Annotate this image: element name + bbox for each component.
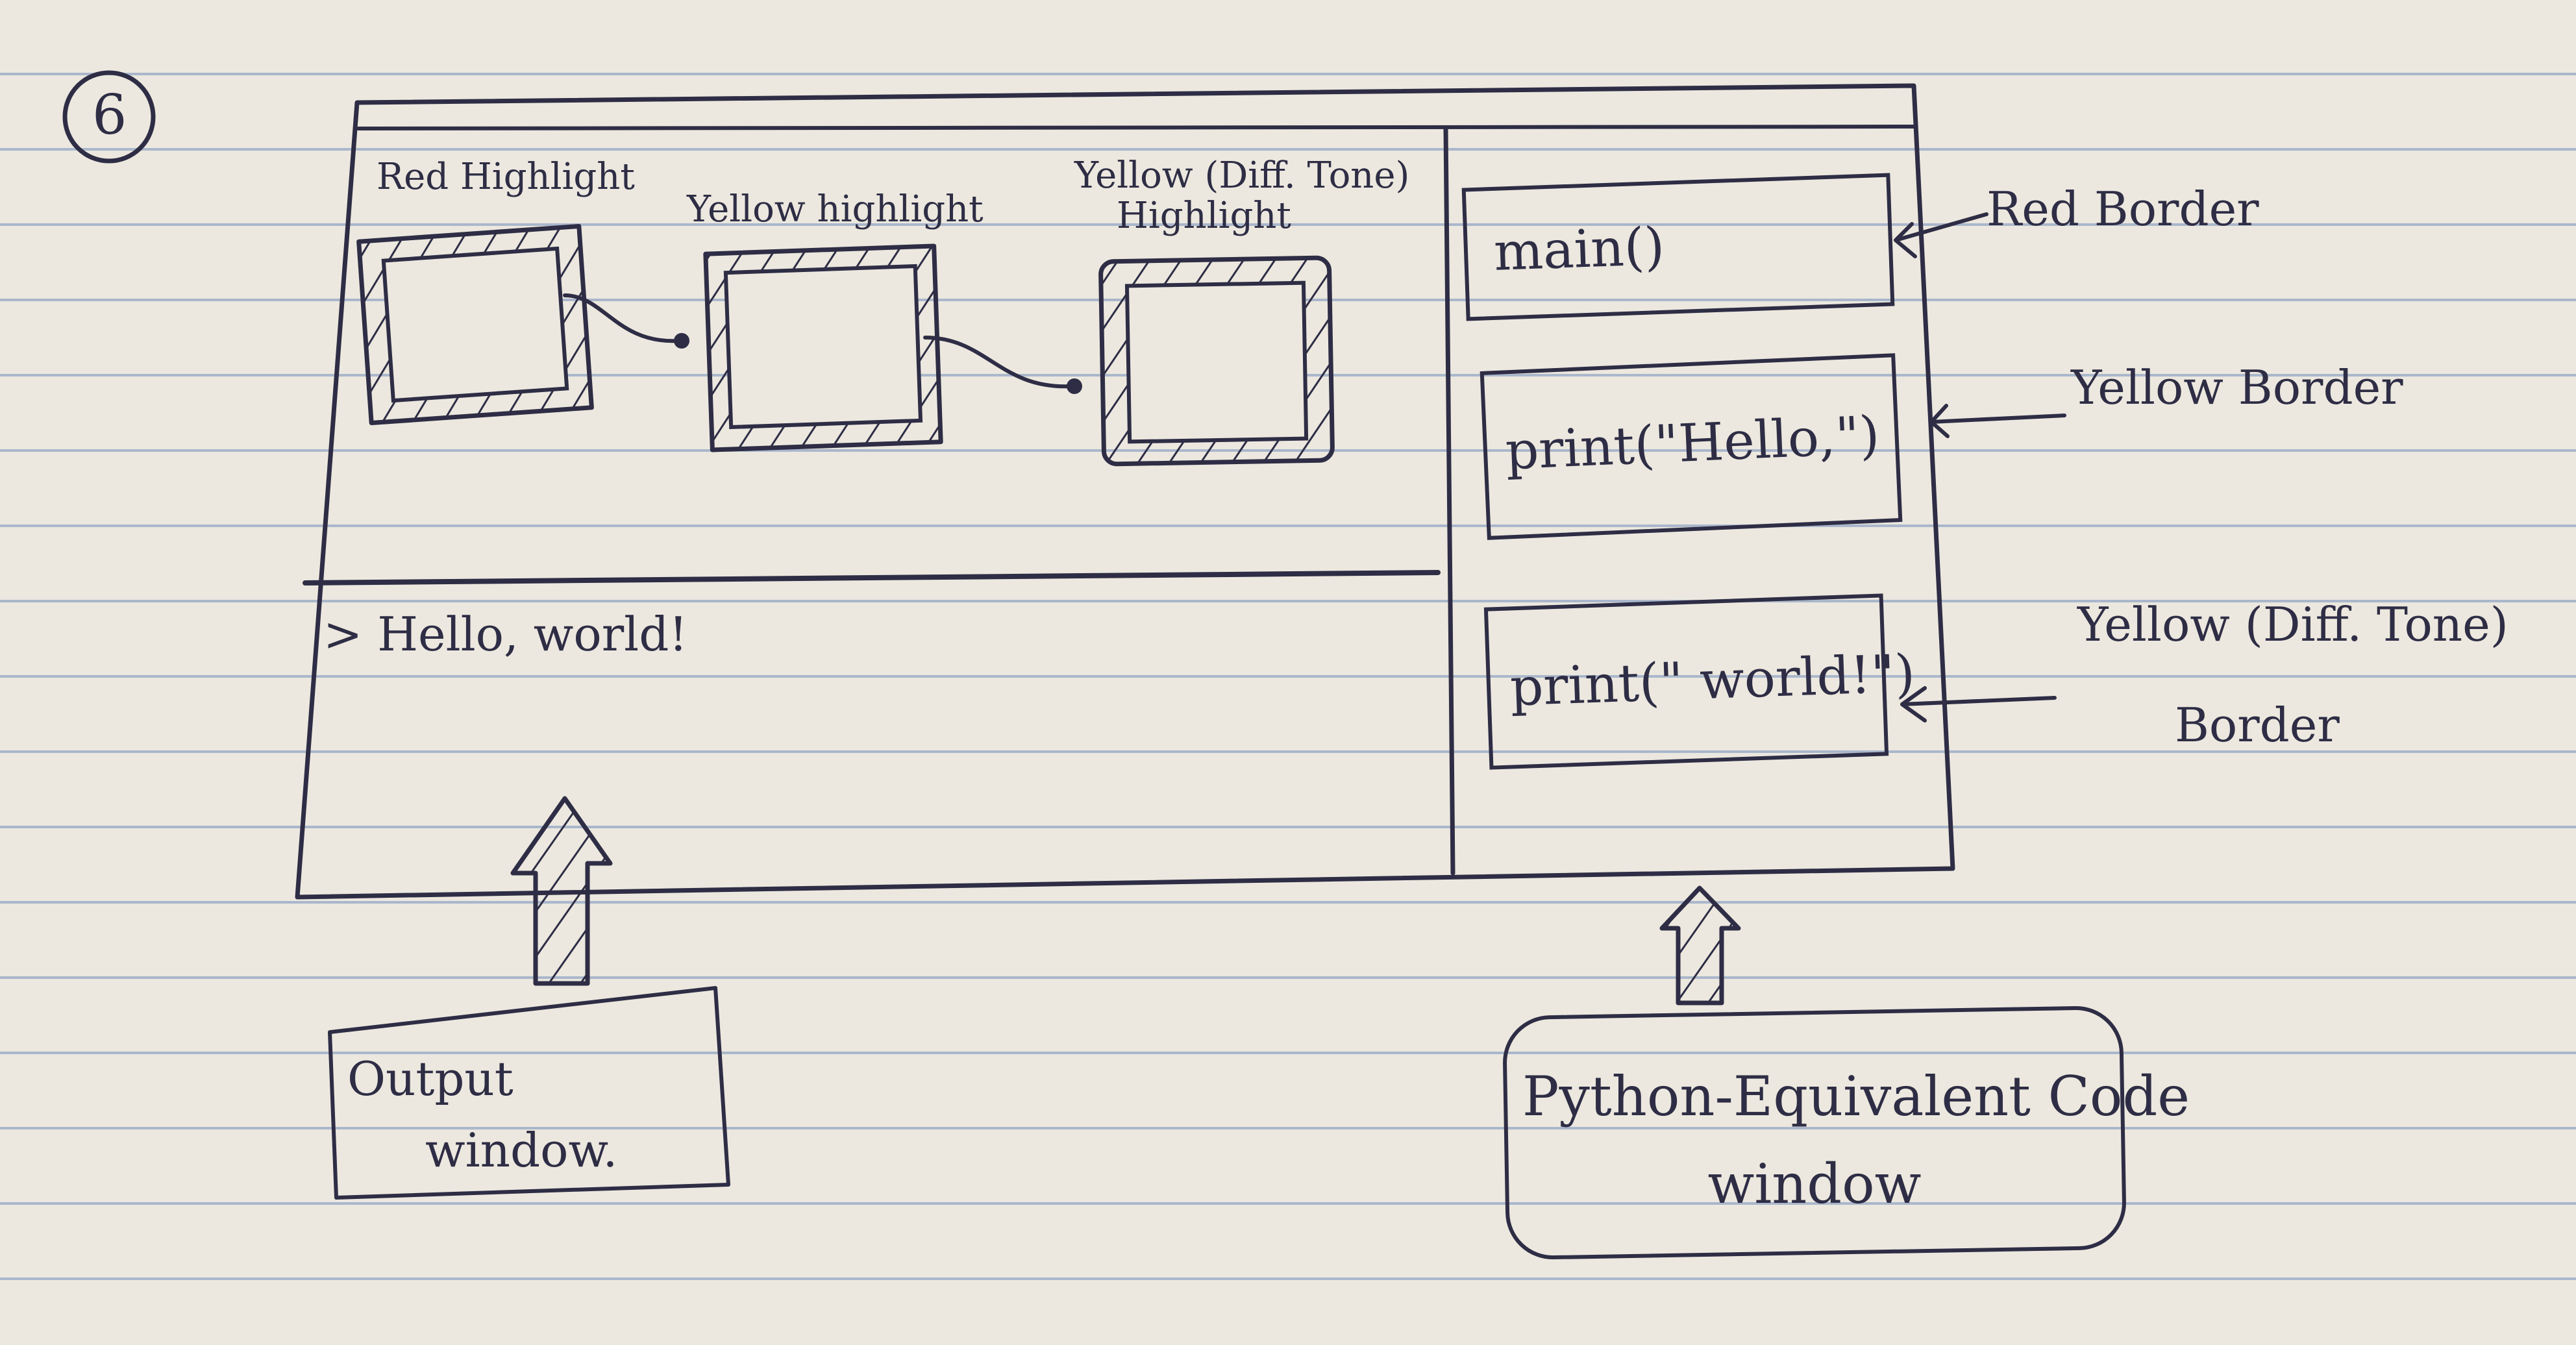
horizontal-divider xyxy=(303,570,1441,586)
window-frame xyxy=(295,83,1955,900)
output-window-arrow xyxy=(510,796,613,986)
code-item-print-world-text: print(" world!") xyxy=(1509,643,1916,718)
yellow-border-arrow xyxy=(1929,404,2066,438)
red-border-arrow xyxy=(1894,212,1988,258)
yellow-highlight-label: Yellow highlight xyxy=(687,188,984,230)
connector-red-to-yellow-end xyxy=(674,333,689,349)
code-item-main-box[interactable]: main() xyxy=(1461,173,1895,321)
window-title-bar xyxy=(356,125,1917,130)
step-marker: 6 xyxy=(92,83,127,147)
output-window-label-line2: window. xyxy=(425,1123,618,1178)
yellow-diff-border-label-line1: Yellow (Diff. Tone) xyxy=(2077,597,2508,652)
yellow-diff-highlight-label-line2: Highlight xyxy=(1117,195,1291,237)
code-item-print-hello-box[interactable]: print("Hello,") xyxy=(1480,353,1903,540)
python-window-label-line2: window xyxy=(1707,1152,1922,1216)
python-window-arrow xyxy=(1659,885,1741,1006)
yellow-diff-tone-highlight-block xyxy=(1098,255,1335,467)
yellow-border-label: Yellow Border xyxy=(2071,360,2403,415)
red-border-label: Red Border xyxy=(1987,182,2259,236)
code-item-print-hello-text: print("Hello,") xyxy=(1504,404,1881,482)
connector-yellow-to-diff-end xyxy=(1067,378,1082,394)
code-item-print-world-box[interactable]: print(" world!") xyxy=(1483,593,1916,770)
step-marker-circle xyxy=(62,70,156,164)
yellow-diff-highlight-label-line1: Yellow (Diff. Tone) xyxy=(1074,154,1410,197)
red-highlight-label: Red Highlight xyxy=(377,156,635,198)
yellow-diff-border-arrow xyxy=(1900,686,2057,722)
python-window-callout-box xyxy=(1503,1006,2126,1260)
output-line: > Hello, world! xyxy=(323,607,688,661)
output-window-label-line1: Output xyxy=(347,1052,514,1106)
output-window-callout-box xyxy=(328,986,730,1200)
connector-red-to-yellow xyxy=(563,293,680,343)
red-highlight-block xyxy=(356,223,594,426)
python-window-label-line1: Python-Equivalent Code xyxy=(1522,1065,2190,1128)
yellow-highlight-block xyxy=(703,243,943,452)
vertical-divider xyxy=(1443,126,1455,876)
connector-yellow-to-diff xyxy=(923,336,1073,389)
code-item-main-text: main() xyxy=(1492,216,1666,282)
yellow-diff-border-label-line2: Border xyxy=(2175,698,2340,752)
